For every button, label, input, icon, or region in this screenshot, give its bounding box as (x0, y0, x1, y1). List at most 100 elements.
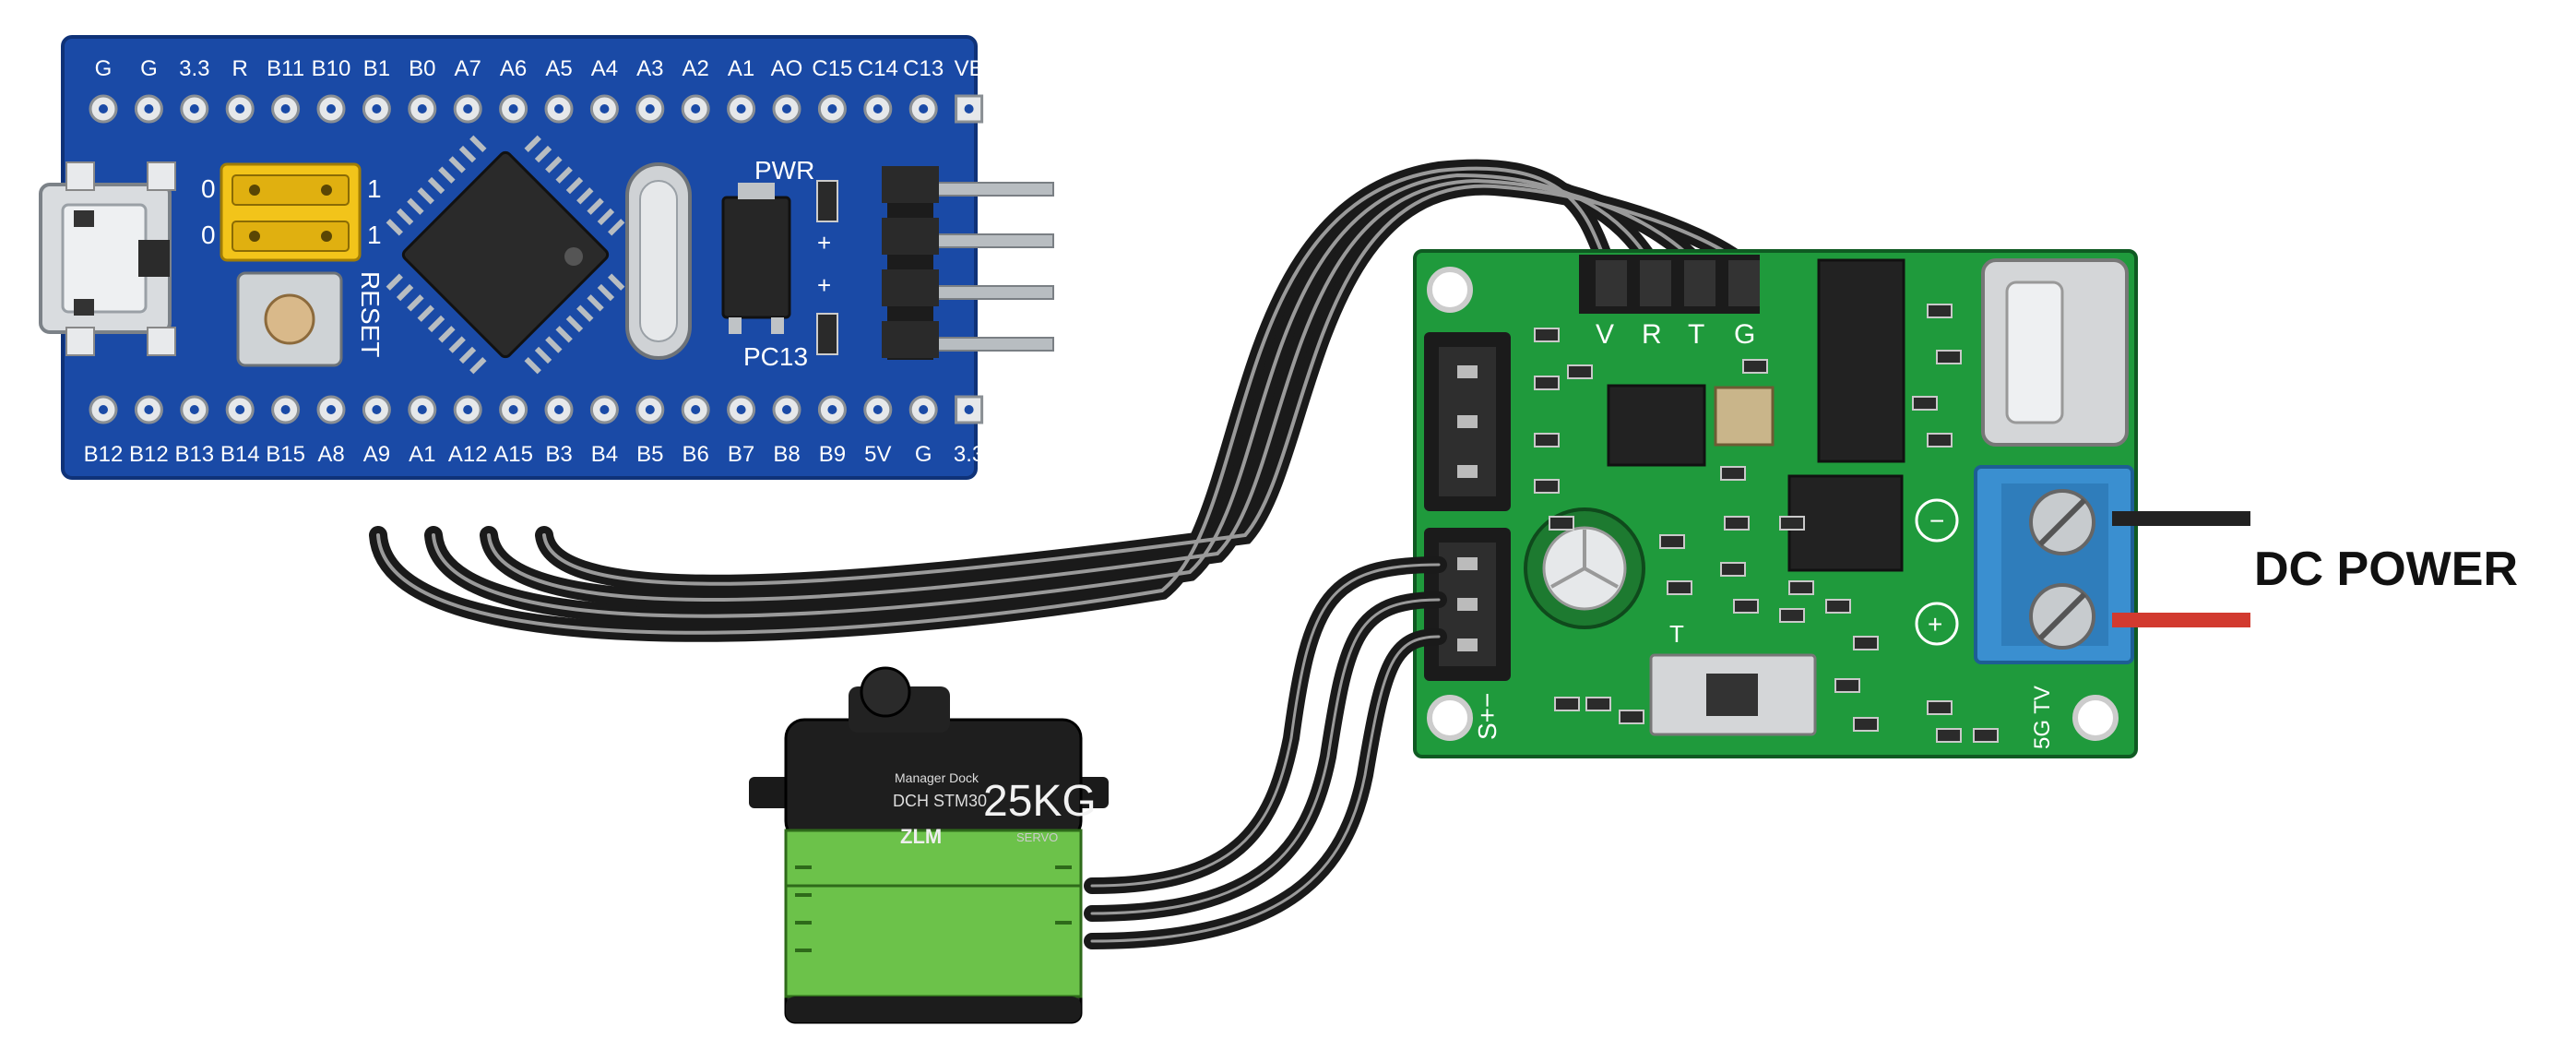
servo-model-line: DCH STM30 (893, 792, 987, 810)
bottom-pin-label: B9 (819, 442, 846, 467)
pwr-led (816, 180, 838, 222)
reset-button (236, 271, 343, 367)
smd-part (1567, 364, 1593, 379)
jumper-label-0b: 0 (201, 221, 216, 249)
driver-left-connector-top (1424, 332, 1511, 511)
pc13-label: PC13 (743, 342, 808, 371)
smd-part (1973, 728, 1999, 743)
bottom-pin-label: B8 (773, 442, 800, 467)
header-label-v: V (1596, 319, 1614, 350)
servo-brand-line: Manager Dock (895, 770, 979, 785)
crystal-component (1714, 386, 1775, 447)
top-pin-label: A7 (455, 56, 481, 81)
signal-cable (369, 159, 1747, 642)
minus-marker (1915, 498, 1959, 543)
bottom-pin-label: B13 (174, 442, 214, 467)
smd-part (1834, 678, 1860, 693)
reset-label: RESET (356, 271, 385, 357)
top-pin-label: B0 (409, 56, 435, 81)
smd-part (1724, 516, 1750, 531)
smd-part (1659, 534, 1685, 549)
driver-board: V R T G S+− (1413, 249, 2138, 758)
stm32-top-header (89, 94, 984, 124)
bottom-pin-label: 3.3 (954, 442, 984, 467)
led-plus-1: + (817, 229, 831, 257)
smd-components (1534, 304, 1999, 743)
smd-part (1853, 717, 1879, 732)
mount-hole (1427, 695, 1473, 741)
bottom-pin-label: B14 (220, 442, 260, 467)
top-pin-label: 3.3 (179, 56, 209, 81)
bottom-pin-label: B12 (84, 442, 124, 467)
minus-sign: − (1929, 507, 1944, 535)
smd-part (1936, 350, 1962, 364)
micro-usb-connector (39, 183, 172, 334)
mount-hole (1427, 267, 1473, 313)
bottom-pin-label: A12 (448, 442, 488, 467)
top-pin-label: G (140, 56, 158, 81)
servo-motor (749, 666, 1109, 1024)
smd-part (1619, 710, 1644, 724)
mosfet (1787, 474, 1904, 572)
top-pin-label: AO (771, 56, 803, 81)
smd-part (1733, 599, 1759, 614)
stm32-bottom-header (89, 395, 984, 424)
servo-small-line: SERVO (1016, 830, 1058, 844)
servo-cable (1084, 556, 1447, 949)
dc-power-wires (2112, 511, 2250, 627)
plus-marker (1915, 602, 1959, 646)
top-pin-label: C15 (812, 56, 852, 81)
top-pin-label: A6 (500, 56, 527, 81)
top-pin-label: A4 (591, 56, 618, 81)
mcu-chip (386, 135, 625, 375)
ic-chip (1607, 384, 1706, 467)
pc13-led (816, 313, 838, 355)
bottom-pin-label: B3 (545, 442, 572, 467)
header-label-t: T (1688, 319, 1704, 350)
bottom-pin-label: A8 (317, 442, 344, 467)
top-pin-label: VB (955, 56, 984, 81)
driver-ic (1817, 258, 1905, 463)
bottom-pin-label: A1 (409, 442, 435, 467)
slide-switch (1649, 653, 1817, 736)
bottom-pin-label: B15 (266, 442, 305, 467)
top-pin-label: B10 (312, 56, 351, 81)
led-plus-2: + (817, 271, 831, 299)
smd-part (1534, 376, 1560, 390)
left-edge-label: S+− (1473, 693, 1502, 740)
top-pin-label: B11 (267, 56, 304, 81)
jumper-label-1b: 1 (367, 221, 382, 249)
smd-part (1825, 599, 1851, 614)
servo-torque-label: 25KG (983, 777, 1097, 826)
smd-part (1927, 304, 1953, 318)
plus-sign: + (1928, 610, 1942, 638)
smd-part (1779, 516, 1805, 531)
smd-part (1912, 396, 1938, 411)
switch-label: T (1669, 620, 1684, 648)
smd-part (1585, 697, 1611, 711)
top-pin-label: A5 (545, 56, 572, 81)
top-pin-label: A3 (636, 56, 663, 81)
bottom-pin-label: B12 (129, 442, 169, 467)
smd-part (1534, 433, 1560, 447)
smd-part (1720, 562, 1746, 577)
bottom-pin-label: B4 (591, 442, 618, 467)
voltage-regulator (721, 183, 791, 334)
bottom-pin-label: B7 (728, 442, 754, 467)
top-pin-label: B1 (363, 56, 390, 81)
smd-part (1667, 580, 1692, 595)
bottom-pin-label: A15 (493, 442, 533, 467)
crystal-oscillator (625, 162, 692, 360)
bottom-pin-label: A9 (363, 442, 390, 467)
mount-hole (2072, 695, 2119, 741)
bottom-pin-label: B6 (683, 442, 709, 467)
right-edge-label: 5G TV (2030, 686, 2055, 749)
top-pin-label: C13 (903, 56, 944, 81)
jumper-label-0a: 0 (201, 174, 216, 203)
dc-power-label: DC POWER (2254, 543, 2518, 596)
electrolytic-capacitor (1524, 507, 1645, 629)
smd-part (1927, 433, 1953, 447)
